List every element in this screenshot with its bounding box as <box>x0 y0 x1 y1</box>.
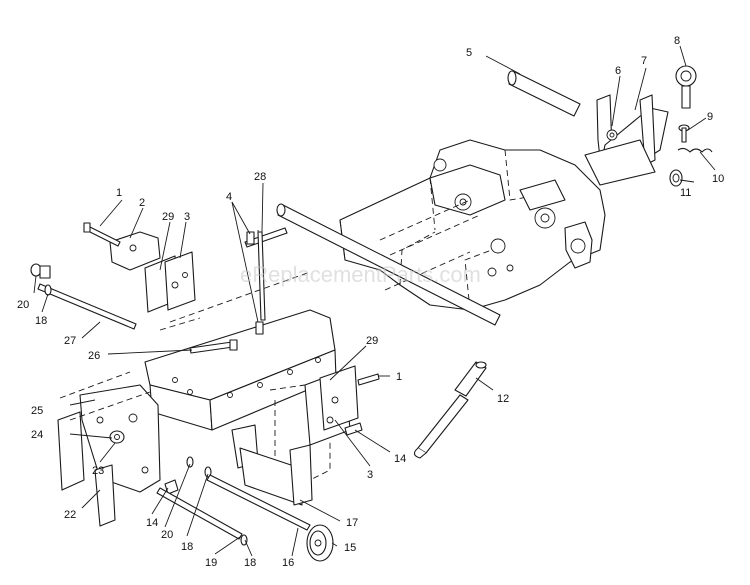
right-side-plates <box>269 365 359 481</box>
callout-20-upper: 20 <box>17 299 29 311</box>
callout-1-top: 1 <box>116 187 122 199</box>
callout-11: 11 <box>680 187 691 199</box>
part-6-7-hitch-bracket <box>584 94 669 186</box>
callout-25: 25 <box>31 405 43 417</box>
callout-10: 10 <box>712 173 724 185</box>
callout-18-upper: 18 <box>35 315 47 327</box>
part-28-rod <box>244 227 288 321</box>
callout-16: 16 <box>282 557 294 569</box>
watermark: eReplacementParts.com <box>240 262 481 287</box>
callout-labels: 1 2 3 4 5 6 7 8 9 10 11 12 14 15 16 17 1… <box>17 35 724 569</box>
callout-6: 6 <box>615 65 621 77</box>
part-8-eye-pin <box>675 65 697 109</box>
part-2-bracket <box>109 231 161 271</box>
callout-29-upper: 29 <box>162 211 174 223</box>
callout-2: 2 <box>139 197 145 209</box>
leader-lines <box>33 45 716 557</box>
part-26-bolt <box>189 339 238 354</box>
part-1-bolt-top <box>83 222 121 247</box>
part-9-washer <box>678 124 690 143</box>
callout-22: 22 <box>64 509 76 521</box>
callout-8: 8 <box>674 35 680 47</box>
part-5-tube <box>507 70 581 117</box>
part-15-wheel <box>306 524 334 562</box>
callout-23: 23 <box>92 465 104 477</box>
callout-20-lower: 20 <box>161 529 173 541</box>
part-14-pin-left <box>164 479 179 495</box>
part-4-bolts <box>246 231 264 335</box>
part-1-bolt-lower <box>357 373 380 386</box>
callout-1-lower: 1 <box>396 371 402 383</box>
part-10-hair-pin <box>677 147 713 153</box>
callout-3-upper: 3 <box>184 211 190 223</box>
callout-7: 7 <box>641 55 647 67</box>
callout-12: 12 <box>497 393 509 405</box>
callout-19: 19 <box>205 557 217 569</box>
callout-28: 28 <box>254 171 266 183</box>
part-19-rod <box>156 456 248 546</box>
callout-14-left: 14 <box>146 517 158 529</box>
callout-15: 15 <box>344 542 356 554</box>
callout-9: 9 <box>707 111 713 123</box>
part-14-pin-right <box>344 422 363 436</box>
part-16-rod <box>206 474 311 531</box>
callout-18-lower: 18 <box>244 557 256 569</box>
part-27-rod <box>30 263 137 330</box>
callout-3-lower: 3 <box>367 469 373 481</box>
callout-4: 4 <box>226 191 232 203</box>
callout-27: 27 <box>64 335 76 347</box>
part-12-lever-handle <box>413 361 487 459</box>
part-29-3-side-plates-upper <box>144 251 196 313</box>
callout-18-mid: 18 <box>181 541 193 553</box>
callout-17: 17 <box>346 517 358 529</box>
callout-24: 24 <box>31 429 43 441</box>
callout-14-right: 14 <box>394 453 406 465</box>
callout-5: 5 <box>466 47 472 59</box>
axle-shaft <box>276 203 501 326</box>
callout-29-lower: 29 <box>366 335 378 347</box>
left-bracket-assembly <box>57 371 161 527</box>
part-11-ring <box>669 169 683 187</box>
part-17-lower-bracket <box>231 424 313 506</box>
callout-26: 26 <box>88 350 100 362</box>
